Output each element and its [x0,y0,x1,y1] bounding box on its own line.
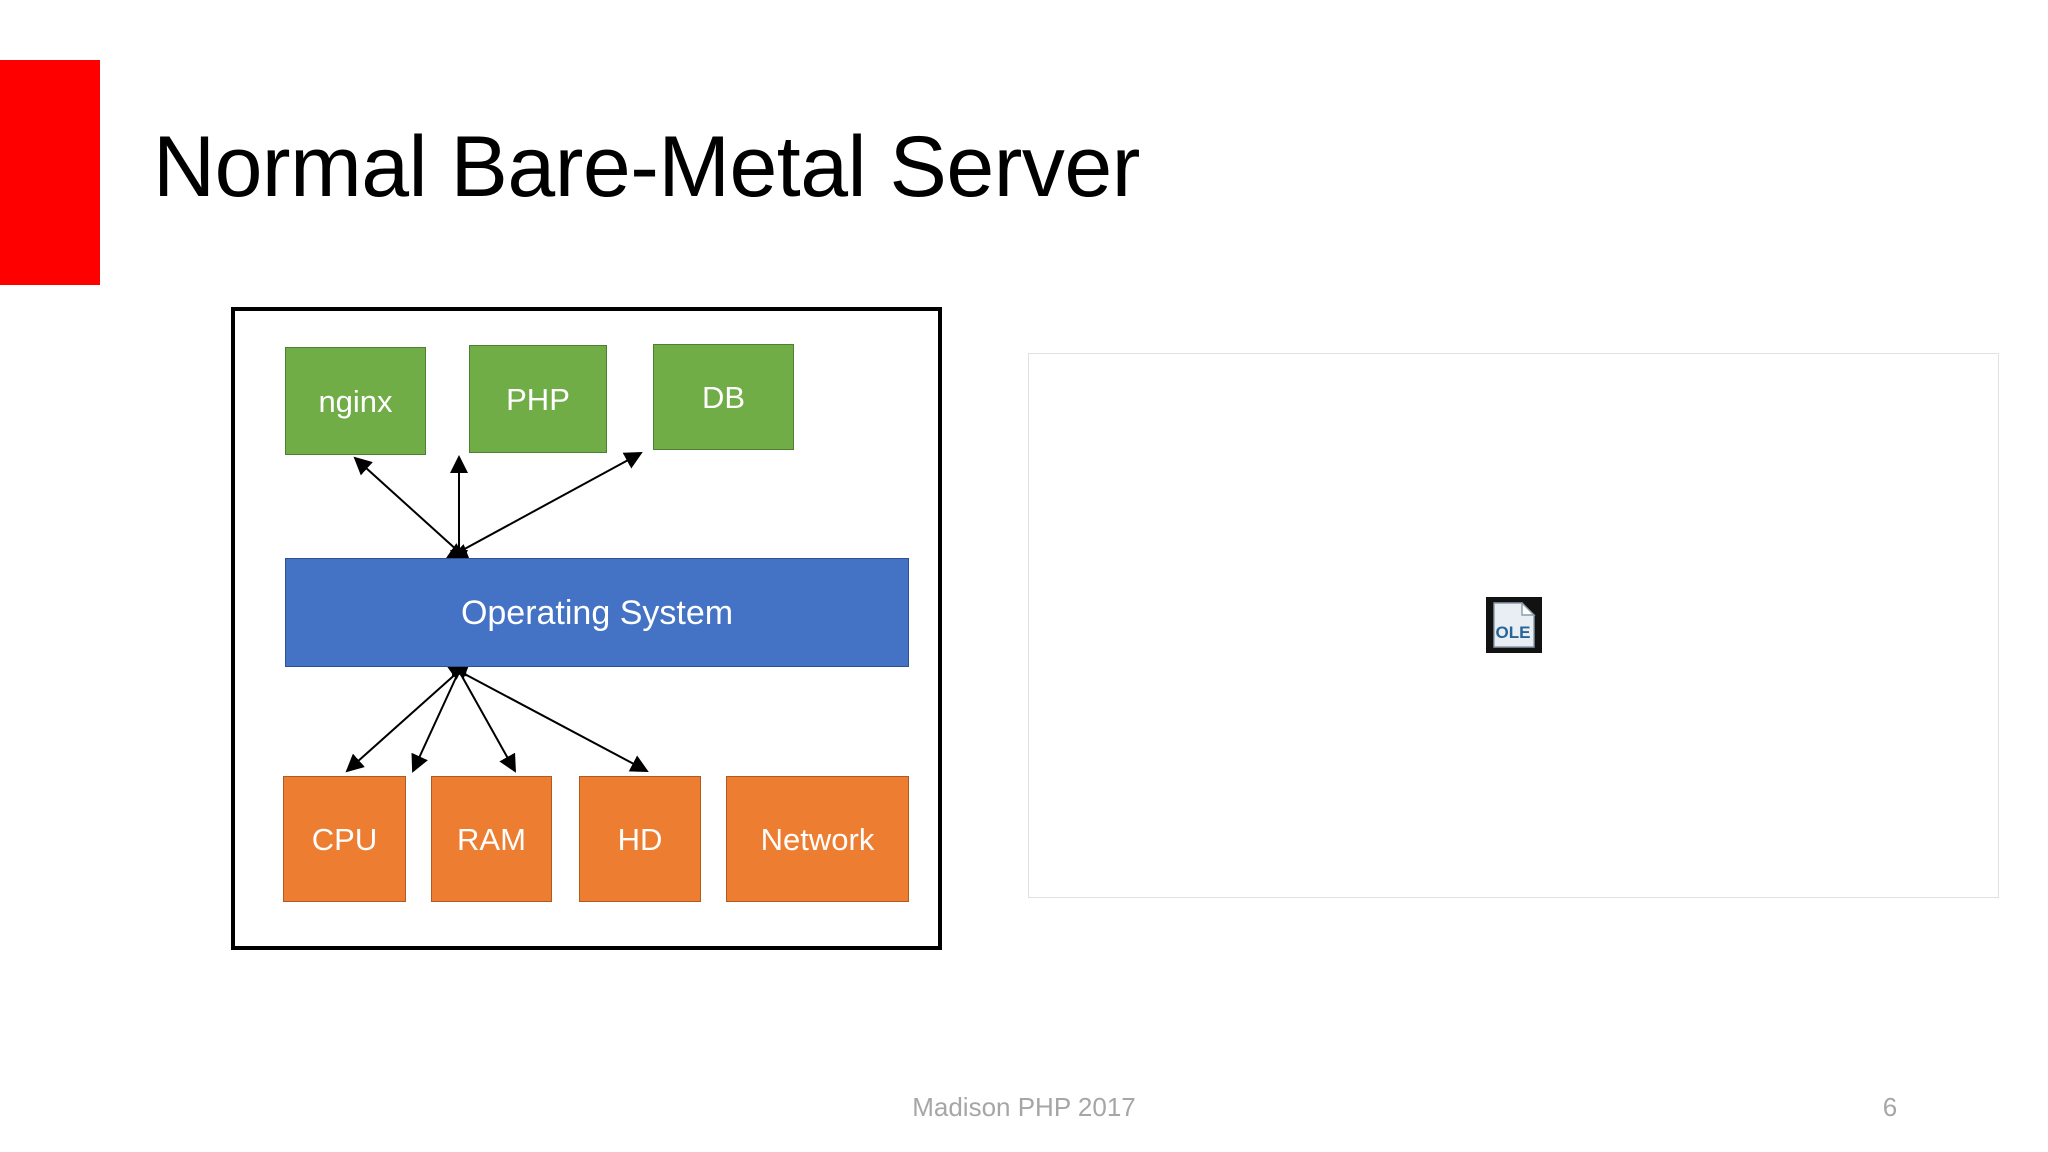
diagram-node-hd[interactable]: HD [579,776,701,902]
ole-document-glyph: OLE [1493,602,1536,648]
connector-os-db [444,452,643,560]
connector-os-nginx [353,456,471,563]
node-label-operating-system: Operating System [460,593,734,632]
node-label-network: Network [760,821,875,857]
diagram-node-operating-system[interactable]: Operating System [285,558,909,667]
page-title: Normal Bare-Metal Server [153,119,1140,215]
diagram-node-network[interactable]: Network [726,776,909,902]
diagram-node-php[interactable]: PHP [469,345,607,453]
ole-document-icon[interactable]: OLE [1486,597,1542,653]
page-number: 6 [1882,1092,1898,1122]
connector-os-cpu [345,660,471,773]
diagram-node-ram[interactable]: RAM [431,776,552,902]
node-label-nginx: nginx [318,383,393,419]
connector-os-ram [411,656,467,773]
connector-os-network [444,663,649,772]
diagram-node-cpu[interactable]: CPU [283,776,406,902]
svg-text:OLE: OLE [1496,623,1531,642]
diagram-connectors [345,452,649,773]
node-label-php: PHP [506,381,570,417]
diagram-node-db[interactable]: DB [653,344,794,450]
node-label-hd: HD [617,821,663,857]
node-label-ram: RAM [457,821,526,857]
node-label-cpu: CPU [311,821,378,857]
node-label-db: DB [701,379,746,415]
diagram-node-nginx[interactable]: nginx [285,347,426,455]
footer-label: Madison PHP 2017 [912,1092,1136,1122]
bare-metal-stack-diagram[interactable]: nginx PHP DB Operating System CPU RAM HD… [231,307,942,950]
red-accent-bar [0,60,100,285]
